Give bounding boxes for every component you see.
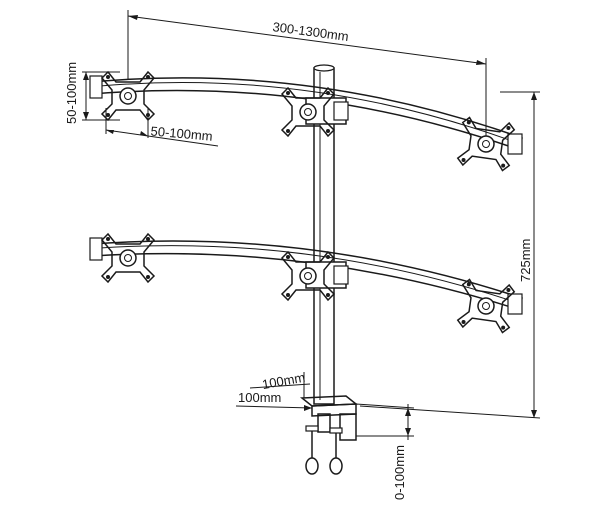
clamp-depth-top-label: 100mm [261, 370, 306, 392]
height-label: 725mm [518, 239, 533, 282]
clamp-depth-top-dimension: 100mm [249, 370, 311, 398]
vesa-plate-top-right [456, 116, 516, 172]
height-dimension: 725mm [359, 91, 541, 419]
vesa-vertical-label: 50-100mm [64, 62, 79, 124]
vesa-plate-bottom-left [100, 232, 156, 284]
desk-thickness-dimension: 0-100mm [355, 403, 415, 500]
vesa-plate-bottom-right [456, 278, 516, 334]
vesa-vertical-dimension: 50-100mm [64, 62, 120, 124]
vesa-plate-top-center [280, 86, 336, 138]
desk-clamp [299, 395, 359, 475]
desk-thickness-label: 0-100mm [392, 445, 407, 500]
lower-arm-bar [89, 237, 523, 315]
clamp-depth-side-label: 100mm [238, 390, 281, 405]
vesa-horizontal-dimension: 50-100mm [105, 108, 219, 147]
vesa-plate-top-left [100, 70, 156, 122]
upper-collar [305, 97, 349, 125]
clamp-depth-side-dimension: 100mm [235, 390, 313, 411]
vesa-plate-bottom-center [280, 250, 336, 302]
upper-arm-bar [89, 75, 523, 155]
vesa-horizontal-label: 50-100mm [150, 123, 213, 143]
